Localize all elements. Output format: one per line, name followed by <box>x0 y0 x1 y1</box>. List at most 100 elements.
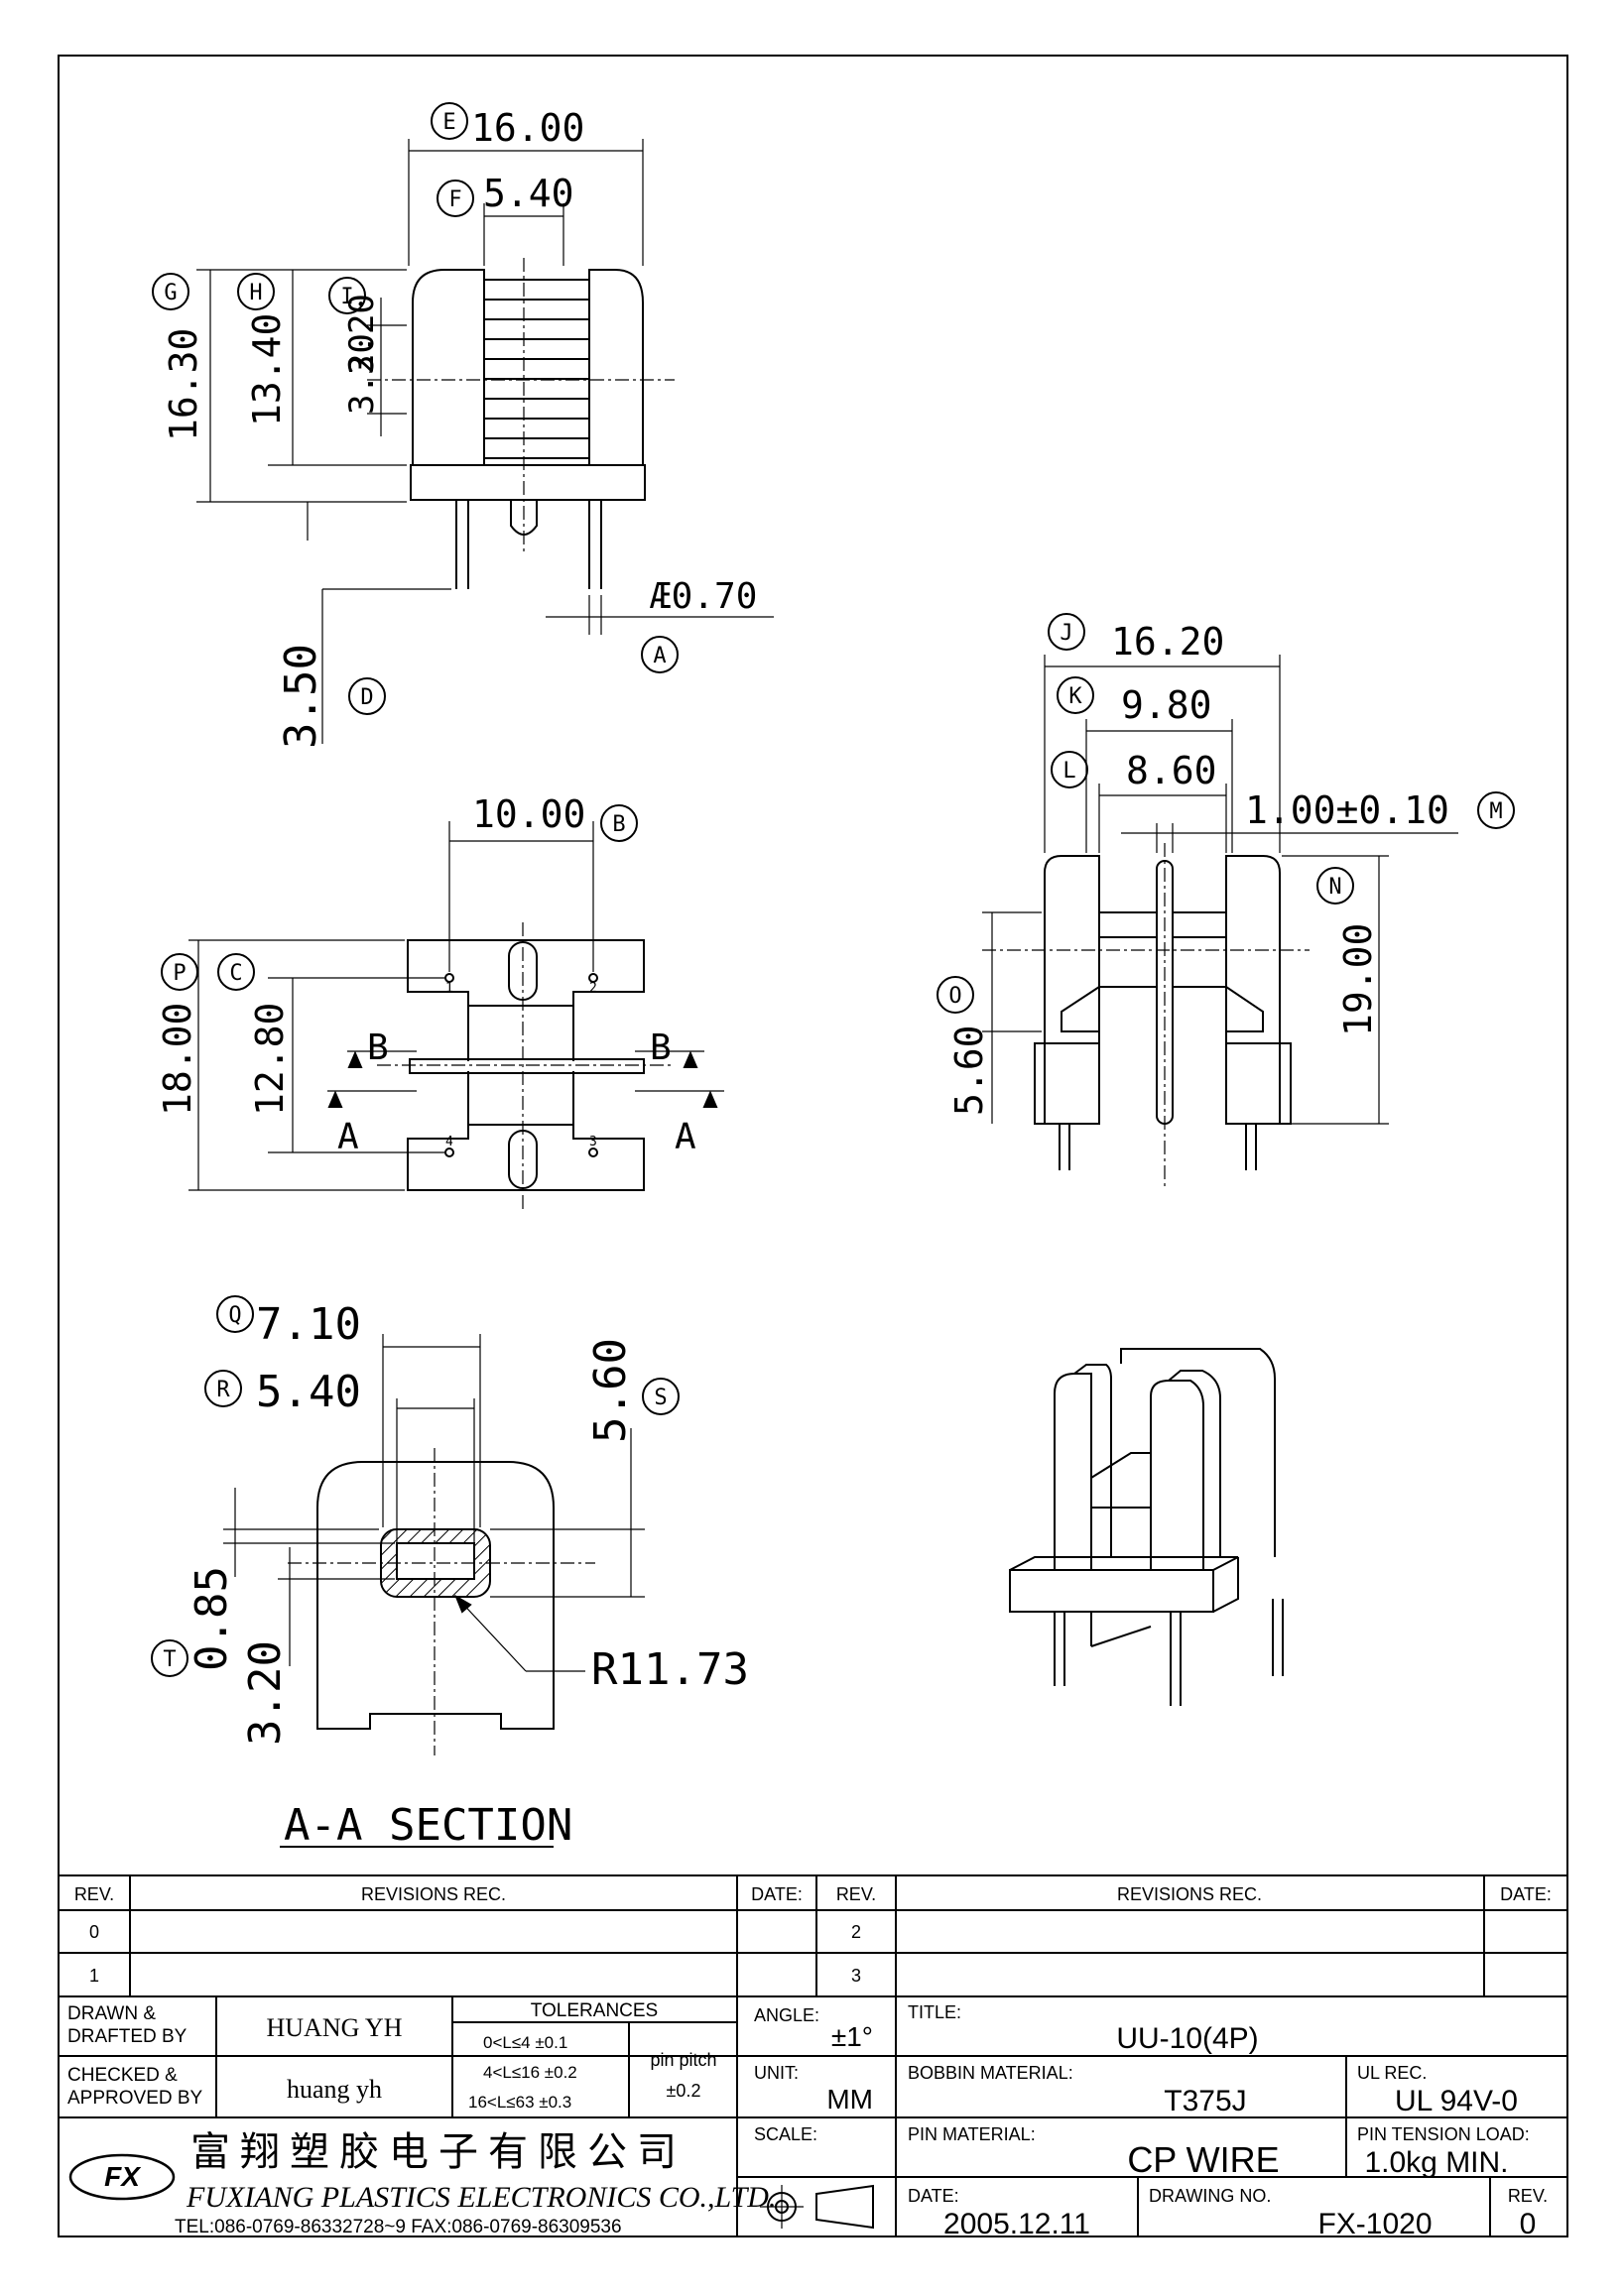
title-label: TITLE: <box>908 2002 961 2022</box>
revisions-header-right: REVISIONS REC. <box>1117 1884 1262 1904</box>
unit-label: UNIT: <box>754 2063 799 2083</box>
date-label: DATE: <box>908 2186 959 2206</box>
label-p: P <box>173 961 186 986</box>
section-caption: A-A SECTION <box>284 1800 572 1851</box>
drawn-label: DRAWN &DRAFTED BY <box>67 2003 187 2047</box>
sheet-border <box>58 55 1568 2237</box>
dim-i-value-b: 3.20 <box>342 333 382 415</box>
company-name-en: FUXIANG PLASTICS ELECTRONICS CO.,LTD. <box>186 2181 776 2214</box>
label-j: J <box>1060 621 1072 646</box>
dim-f-value: 5.40 <box>483 172 574 215</box>
checked-name: huang yh <box>287 2075 382 2104</box>
dim-o-value: 5.60 <box>947 1025 991 1116</box>
side-view-labels: J 16.20 K 9.80 L 8.60 1.00±0.10 M N 19.0… <box>947 620 1503 1116</box>
dim-pin-diameter: Æ0.70 <box>650 576 757 617</box>
label-d: D <box>360 685 373 710</box>
top-view <box>152 102 774 744</box>
dim-e-value: 16.00 <box>471 106 584 150</box>
pin-tension-label: PIN TENSION LOAD: <box>1357 2124 1530 2144</box>
dim-m-value: 1.00±0.10 <box>1245 788 1449 832</box>
dim-k-value: 9.80 <box>1121 683 1212 727</box>
plan-view-labels: 10.00 B P C 18.00 12.80 B B A A 1 2 3 4 <box>156 792 696 1157</box>
label-f: F <box>448 187 461 212</box>
pin-number-2: 2 <box>589 981 597 996</box>
rev-row-2: 2 <box>851 1922 861 1942</box>
dim-t-value-a: 0.85 <box>187 1566 237 1671</box>
dim-q-value: 7.10 <box>256 1299 361 1350</box>
top-view-labels: E 16.00 F 5.40 G H I 16.30 13.40 3.20 3.… <box>162 106 757 749</box>
label-h: H <box>249 281 262 305</box>
date-value: 2005.12.11 <box>943 2208 1090 2240</box>
tolerance-1: 0<L≤4 ±0.1 <box>483 2033 567 2052</box>
pin-pitch-value: ±0.2 <box>667 2081 701 2101</box>
drawn-name: HUANG YH <box>267 2013 403 2042</box>
rev-header-right: REV. <box>836 1884 876 1904</box>
section-view-labels: Q 7.10 R 5.40 5.60 S T 0.85 3.20 R11.73 … <box>163 1299 749 1851</box>
label-g: G <box>164 281 177 305</box>
ul-label: UL REC. <box>1357 2063 1427 2083</box>
rev-row-1: 1 <box>89 1966 99 1986</box>
label-a: A <box>653 644 666 668</box>
ul-value: UL 94V-0 <box>1395 2085 1518 2117</box>
label-b: B <box>612 812 625 837</box>
bobbin-label: BOBBIN MATERIAL: <box>908 2063 1073 2083</box>
angle-value: ±1° <box>831 2021 873 2052</box>
dim-n-value: 19.00 <box>1336 923 1380 1036</box>
label-k: K <box>1068 684 1082 709</box>
tolerance-3: 16<L≤63 ±0.3 <box>468 2093 571 2112</box>
label-r: R <box>216 1378 230 1402</box>
section-a-right: A <box>675 1117 696 1157</box>
plan-view <box>161 804 724 1210</box>
section-b-left: B <box>367 1027 389 1068</box>
pin-pitch-label: pin pitch <box>650 2050 716 2070</box>
tolerance-2: 4<L≤16 ±0.2 <box>483 2063 577 2082</box>
dim-r-value: 5.40 <box>256 1367 361 1417</box>
date-header-right: DATE: <box>1500 1884 1552 1904</box>
drawing-no-value: FX-1020 <box>1317 2208 1432 2240</box>
dim-l-value: 8.60 <box>1126 749 1217 792</box>
pin-number-1: 1 <box>445 981 453 996</box>
pin-material-value: CP WIRE <box>1127 2139 1279 2180</box>
dim-i-value-a: 3.20 <box>342 294 382 375</box>
label-n: N <box>1328 875 1341 900</box>
label-t: T <box>163 1647 176 1672</box>
label-e: E <box>442 110 455 135</box>
drawing-no-label: DRAWING NO. <box>1149 2186 1271 2206</box>
side-view <box>937 613 1515 1190</box>
dim-s-value: 5.60 <box>585 1338 636 1443</box>
title-block <box>59 1874 1567 2236</box>
label-i: I <box>340 285 353 309</box>
rev-label: REV. <box>1508 2186 1548 2206</box>
scale-label: SCALE: <box>754 2124 817 2144</box>
pin-material-label: PIN MATERIAL: <box>908 2124 1036 2144</box>
label-s: S <box>654 1386 667 1410</box>
label-o: O <box>948 984 961 1009</box>
isometric-view <box>1009 1348 1284 1706</box>
rev-row-3: 3 <box>851 1966 861 1986</box>
company-contact: TEL:086-0769-86332728~9 FAX:086-0769-863… <box>175 2217 622 2237</box>
pin-number-4: 4 <box>445 1135 453 1149</box>
logo-text: FX <box>104 2161 142 2192</box>
checked-label: CHECKED &APPROVED BY <box>67 2065 203 2109</box>
company-name-cn: 富 翔 塑 胶 电 子 有 限 公 司 <box>190 2129 677 2174</box>
dim-j-value: 16.20 <box>1111 620 1224 664</box>
pin-number-3: 3 <box>589 1135 597 1149</box>
date-header-left: DATE: <box>751 1884 803 1904</box>
rev-row-0: 0 <box>89 1922 99 1942</box>
label-l: L <box>1062 759 1075 784</box>
rev-header-left: REV. <box>74 1884 114 1904</box>
dim-b-value: 10.00 <box>472 792 585 836</box>
unit-value: MM <box>826 2084 873 2115</box>
dim-h-value: 13.40 <box>245 313 289 426</box>
label-q: Q <box>228 1303 241 1328</box>
section-view <box>151 1295 680 1848</box>
angle-label: ANGLE: <box>754 2005 819 2025</box>
company-logo <box>68 2153 176 2201</box>
dim-g-value: 16.30 <box>162 328 205 441</box>
section-b-right: B <box>650 1027 672 1068</box>
section-a-left: A <box>337 1117 359 1157</box>
dim-radius: R11.73 <box>591 1644 749 1695</box>
rev-value: 0 <box>1520 2208 1537 2240</box>
revisions-header-left: REVISIONS REC. <box>361 1884 506 1904</box>
